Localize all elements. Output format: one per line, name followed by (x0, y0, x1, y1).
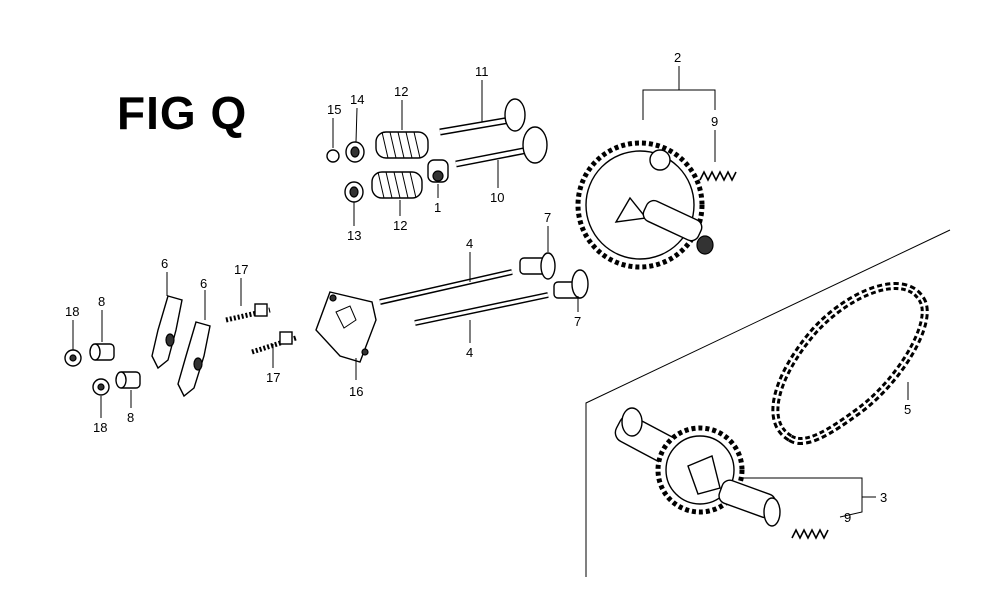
callout-8-upper: 8 (98, 294, 105, 309)
callout-4-upper: 4 (466, 236, 473, 251)
part-4-push-rod-upper (379, 269, 513, 305)
part-18-nut-lower (92, 378, 110, 396)
part-12-valve-spring-upper (375, 131, 429, 159)
callout-6-lower: 6 (200, 276, 207, 291)
part-15-clip (326, 149, 340, 163)
part-8-pivot-upper (89, 343, 115, 361)
part-4-push-rod-lower (414, 292, 549, 326)
part-5-timing-chain (771, 282, 929, 446)
part-2-camshaft-gear (575, 140, 714, 270)
callout-18-lower: 18 (93, 420, 107, 435)
part-3-crank-gear-assembly (614, 407, 781, 527)
callout-17-upper: 17 (234, 262, 248, 277)
callout-2: 2 (674, 50, 681, 65)
callout-16: 16 (349, 384, 363, 399)
callout-15: 15 (327, 102, 341, 117)
callout-9-upper: 9 (711, 114, 718, 129)
part-7-lifter-upper (519, 252, 556, 280)
part-8-pivot-lower (115, 371, 141, 389)
part-16-push-rod-guide-plate (315, 291, 377, 363)
callout-18-upper: 18 (65, 304, 79, 319)
figure-title: FIG Q (117, 87, 248, 139)
callout-12-lower: 12 (393, 218, 407, 233)
part-6-rocker-arm-upper (151, 295, 183, 370)
callout-5: 5 (904, 402, 911, 417)
callout-10: 10 (490, 190, 504, 205)
callout-8-lower: 8 (127, 410, 134, 425)
part-17-stud-lower (251, 331, 297, 355)
callout-1: 1 (434, 200, 441, 215)
callout-7-lower: 7 (574, 314, 581, 329)
part-7-lifter-lower (553, 269, 589, 299)
callout-12-upper: 12 (394, 84, 408, 99)
callout-4-lower: 4 (466, 345, 473, 360)
part-9-spring-upper (699, 170, 737, 182)
callout-3: 3 (880, 490, 887, 505)
part-1-stem-seal (427, 159, 449, 183)
part-13-retainer (344, 181, 364, 203)
leader-lines (72, 66, 909, 518)
part-9-spring-lower (791, 528, 829, 540)
callout-7-upper: 7 (544, 210, 551, 225)
part-18-nut-upper (64, 349, 82, 367)
inset-panel-border (585, 229, 951, 577)
callout-labels: 15 14 12 11 2 9 1 10 13 12 7 4 4 7 6 6 1… (65, 50, 911, 525)
part-6-rocker-arm-lower (177, 321, 211, 398)
part-11-valve (439, 98, 526, 136)
callout-9-lower: 9 (844, 510, 851, 525)
callout-17-lower: 17 (266, 370, 280, 385)
callout-11: 11 (475, 64, 489, 79)
part-17-stud-upper (225, 303, 271, 323)
callout-13: 13 (347, 228, 361, 243)
part-14-retainer (345, 141, 365, 163)
callout-6-upper: 6 (161, 256, 168, 271)
part-12-valve-spring-lower (371, 171, 423, 199)
callout-14: 14 (350, 92, 364, 107)
part-10-valve (455, 126, 548, 168)
